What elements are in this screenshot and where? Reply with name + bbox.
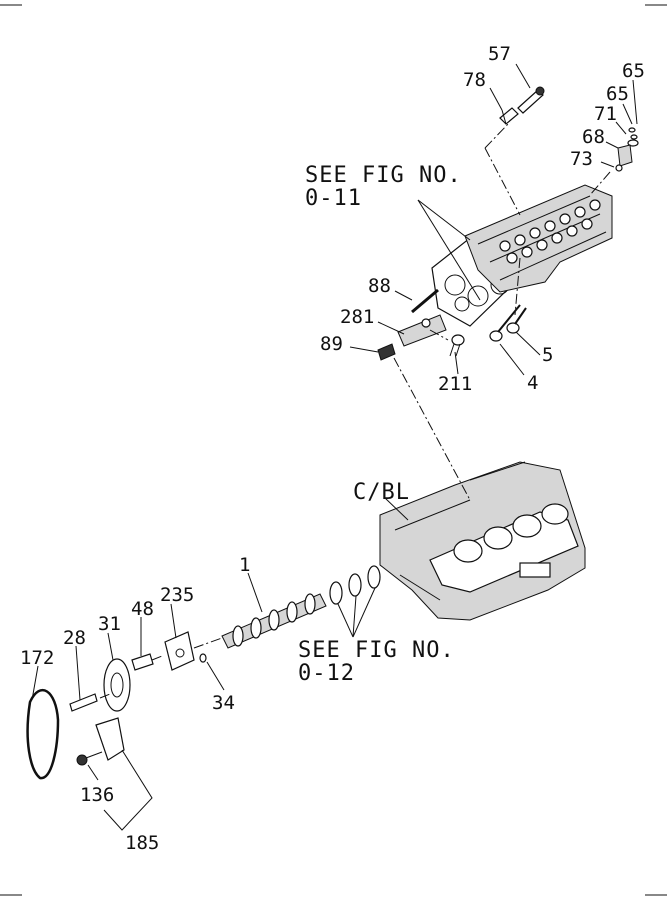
callout-88: 88 — [368, 275, 391, 297]
head-reference-line2: 0-11 — [305, 186, 362, 211]
block-reference-line2: 0-12 — [298, 661, 355, 686]
tensioner-185-illustration — [95, 717, 125, 761]
bolt-48-illustration — [131, 653, 154, 671]
valve-spring-parts-illustration — [615, 127, 639, 172]
cylinder-head-illustration — [431, 184, 613, 327]
callout-48: 48 — [131, 598, 154, 620]
bolt-57-illustration — [517, 86, 545, 114]
cam-bearings-illustration — [329, 565, 381, 605]
callout-71: 71 — [594, 103, 617, 125]
callout-73: 73 — [570, 148, 593, 170]
callout-136: 136 — [80, 784, 114, 806]
sprocket-31-illustration — [103, 658, 131, 712]
alignment-lines — [99, 121, 611, 699]
block-reference-line1: SEE FIG NO. — [298, 638, 455, 663]
head-reference-line1: SEE FIG NO. — [305, 163, 462, 188]
callout-89: 89 — [320, 333, 343, 355]
callout-34: 34 — [212, 692, 235, 714]
bolt-136-illustration — [76, 751, 103, 766]
callout-211: 211 — [438, 373, 472, 395]
retainer-plate-235-illustration — [164, 631, 195, 671]
rocker-281-illustration — [397, 314, 447, 347]
callout-65-lower: 65 — [606, 83, 629, 105]
part-callouts: 57 78 65 65 71 68 73 88 281 89 211 5 4 1… — [20, 43, 645, 854]
lifter-89-illustration — [377, 343, 396, 361]
bolt-211-illustration — [449, 334, 465, 357]
timing-chain-172-illustration — [26, 688, 60, 780]
bolt-28-illustration — [69, 693, 98, 712]
valve-5-illustration — [506, 307, 527, 334]
callout-78: 78 — [463, 69, 486, 91]
callout-4: 4 — [527, 372, 538, 394]
callout-172: 172 — [20, 647, 54, 669]
cylinder-block-illustration — [379, 461, 586, 621]
crop-marks — [0, 4, 667, 896]
pushrod-88-illustration — [411, 288, 439, 314]
callout-1: 1 — [239, 554, 250, 576]
valve-4-illustration — [489, 304, 521, 342]
callout-281: 281 — [340, 306, 374, 328]
callout-65-upper: 65 — [622, 60, 645, 82]
cylinder-block-label: C/BL — [353, 480, 410, 505]
callout-235: 235 — [160, 584, 194, 606]
callout-185: 185 — [125, 832, 159, 854]
camshaft-1-illustration — [221, 593, 327, 649]
callout-68: 68 — [582, 126, 605, 148]
callout-31: 31 — [98, 613, 121, 635]
pin-34-illustration — [199, 653, 207, 663]
bracket-78-illustration — [499, 107, 519, 125]
callout-57: 57 — [488, 43, 511, 65]
reference-texts: SEE FIG NO. 0-11 SEE FIG NO. 0-12 C/BL — [298, 163, 462, 686]
callout-28: 28 — [63, 627, 86, 649]
leader-lines — [31, 63, 638, 831]
callout-5: 5 — [542, 344, 553, 366]
